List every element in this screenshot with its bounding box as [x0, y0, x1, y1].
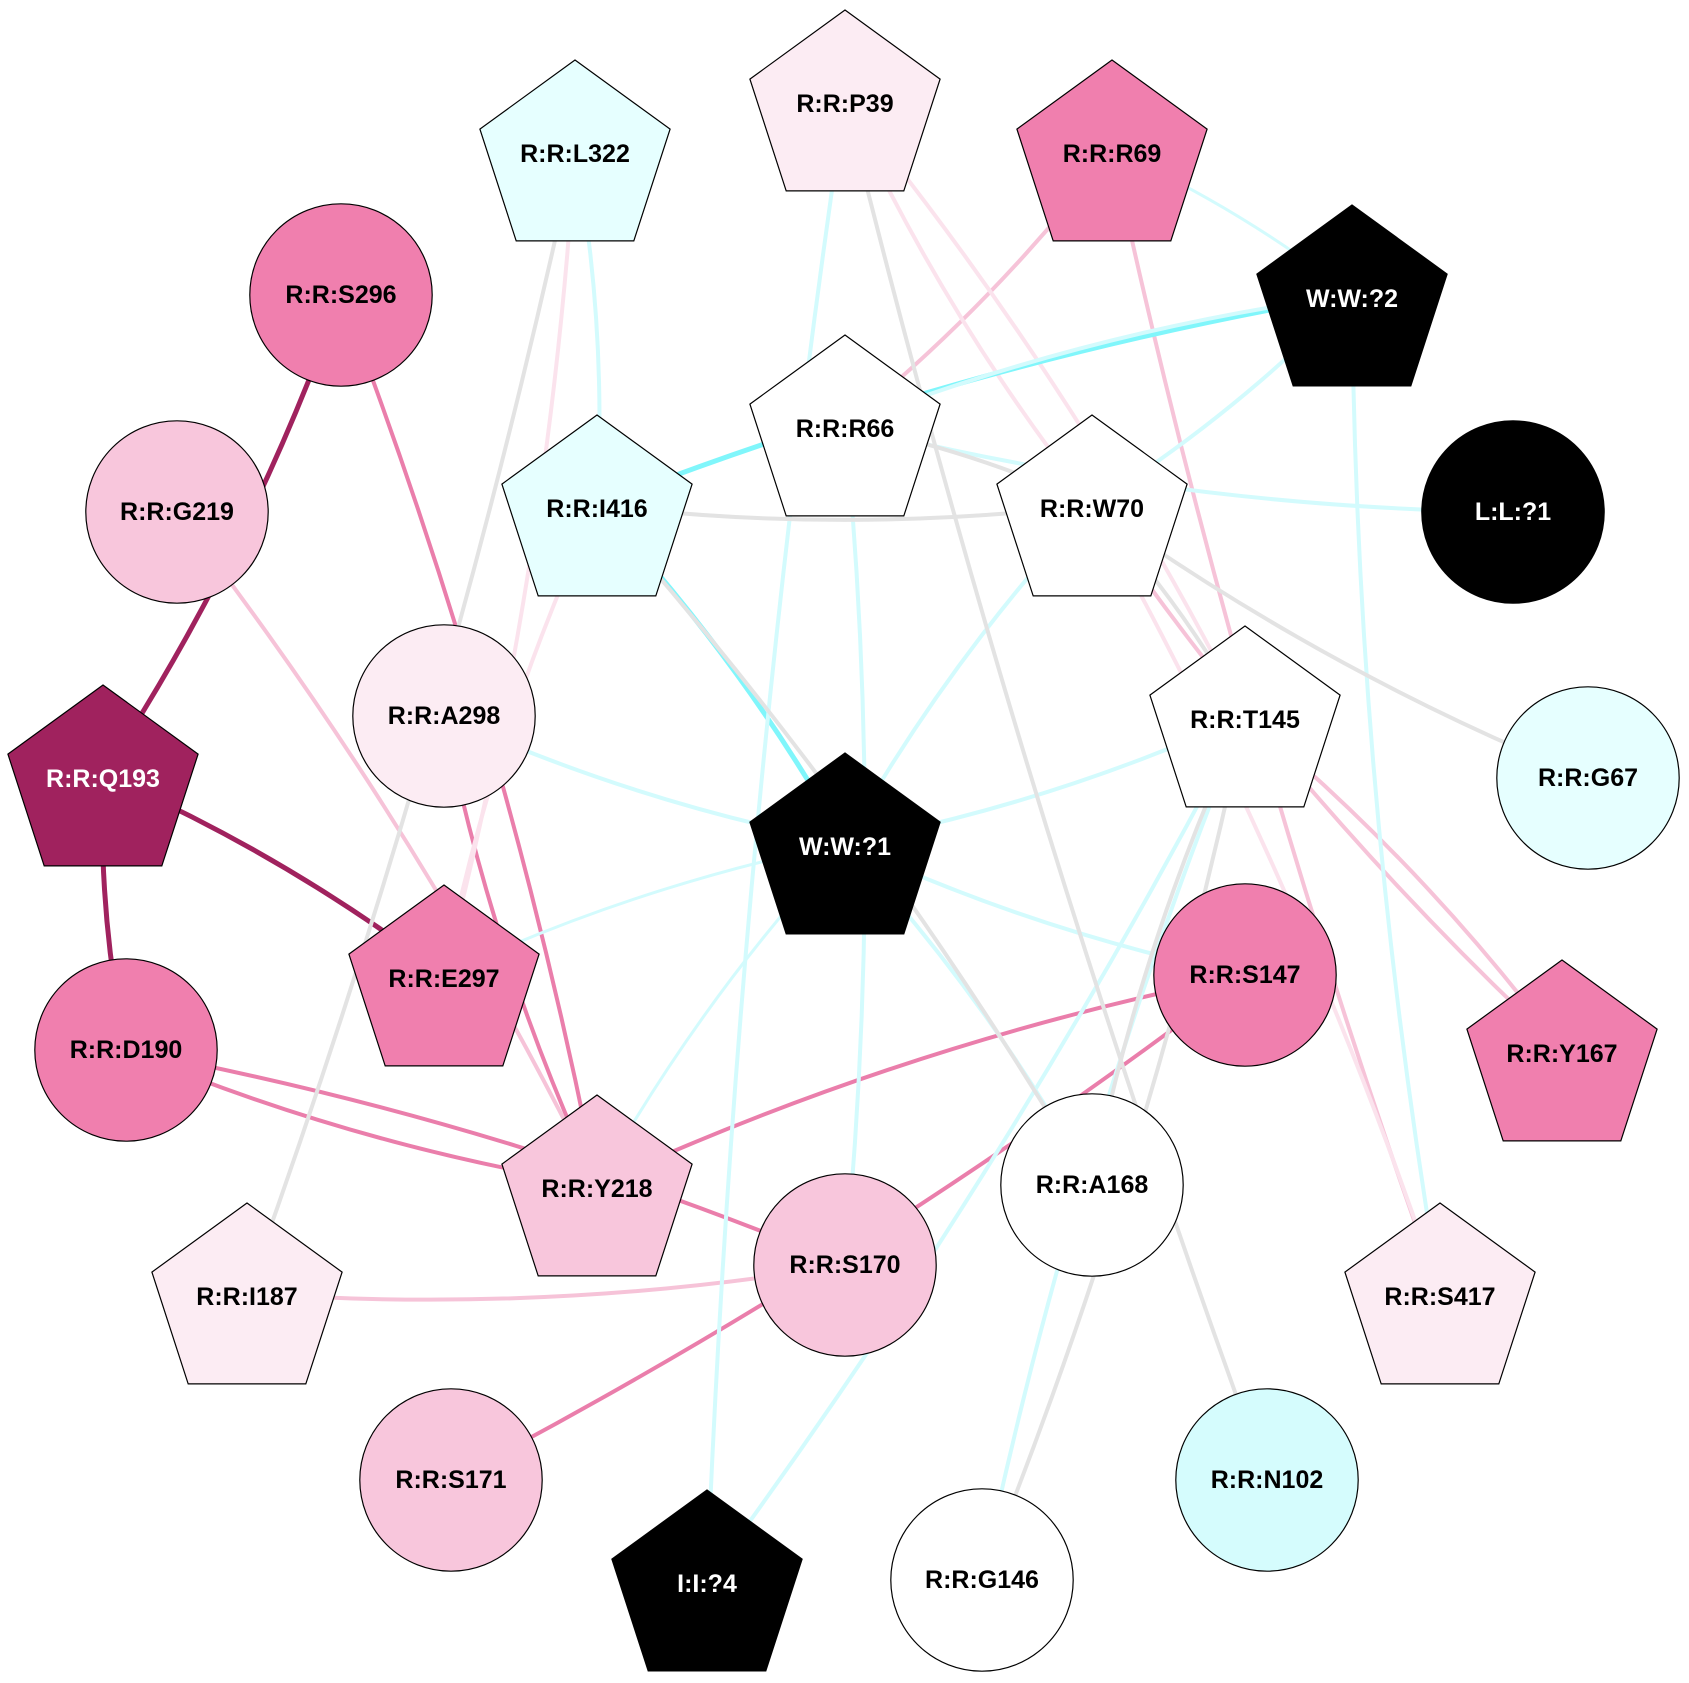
edge-W2-S417 [1350, 293, 1442, 1295]
edge-W70-S417 [1090, 503, 1442, 1295]
edge-T145-I4 [705, 714, 1247, 1582]
node-W2-label: W:W:?2 [1306, 285, 1398, 313]
edge-D190-S170 [124, 1048, 847, 1267]
node-Y167: R:R:Y167 [1466, 959, 1658, 1142]
node-D190-circle [34, 958, 218, 1142]
node-R69-label: R:R:R69 [1063, 140, 1162, 168]
node-G219-circle [85, 420, 269, 604]
node-I187: R:R:I187 [151, 1202, 343, 1385]
node-S170-circle [753, 1173, 937, 1357]
node-I416-label: R:R:I416 [546, 495, 647, 523]
node-S147-label: R:R:S147 [1189, 961, 1300, 989]
node-S296: R:R:S296 [249, 203, 433, 387]
node-L1: L:L:?1 [1421, 420, 1605, 604]
edge-P39-N102 [843, 98, 1269, 1482]
node-L322: R:R:L322 [479, 59, 671, 242]
node-E297-pentagon [348, 884, 540, 1067]
node-S296-label: R:R:S296 [285, 281, 396, 309]
node-I187-label: R:R:I187 [196, 1283, 297, 1311]
node-L1-circle [1421, 420, 1605, 604]
edge-G219-Y218 [175, 510, 599, 1187]
node-A168-circle [1000, 1093, 1184, 1277]
node-I4: I:I:?4 [611, 1489, 803, 1672]
node-A298-label: R:R:A298 [388, 702, 501, 730]
node-D190: R:R:D190 [34, 958, 218, 1142]
node-Y218-pentagon [501, 1094, 693, 1277]
node-D190-label: R:R:D190 [70, 1036, 183, 1064]
node-S171-label: R:R:S171 [395, 1466, 506, 1494]
node-S171: R:R:S171 [359, 1388, 543, 1572]
node-S147: R:R:S147 [1153, 883, 1337, 1067]
node-Q193: R:R:Q193 [7, 684, 199, 867]
node-I187-pentagon [151, 1202, 343, 1385]
node-W1-pentagon [749, 752, 941, 935]
node-G67-circle [1496, 686, 1680, 870]
node-Y218-label: R:R:Y218 [541, 1175, 652, 1203]
node-W1-label: W:W:?1 [799, 833, 891, 861]
node-G146-label: R:R:G146 [925, 1566, 1039, 1594]
node-S417-pentagon [1344, 1202, 1536, 1385]
edge-P39-T145 [843, 98, 1247, 718]
node-P39-label: R:R:P39 [796, 90, 893, 118]
node-T145: R:R:T145 [1149, 625, 1341, 808]
node-P39: R:R:P39 [749, 9, 941, 192]
node-W70: R:R:W70 [996, 414, 1188, 597]
node-I4-pentagon [611, 1489, 803, 1672]
node-S417: R:R:S417 [1344, 1202, 1536, 1385]
node-G146-circle [890, 1488, 1074, 1672]
node-R66-label: R:R:R66 [796, 415, 895, 443]
node-S147-circle [1153, 883, 1337, 1067]
node-G67: R:R:G67 [1496, 686, 1680, 870]
node-L1-label: L:L:?1 [1475, 498, 1551, 526]
node-I416-pentagon [501, 414, 693, 597]
node-W2-pentagon [1256, 204, 1448, 387]
node-S417-label: R:R:S417 [1384, 1283, 1495, 1311]
node-A298: R:R:A298 [352, 624, 536, 808]
node-G146: R:R:G146 [890, 1488, 1074, 1672]
node-A168-label: R:R:A168 [1036, 1171, 1149, 1199]
node-L322-pentagon [479, 59, 671, 242]
node-A168: R:R:A168 [1000, 1093, 1184, 1277]
node-S170: R:R:S170 [753, 1173, 937, 1357]
node-N102-circle [1175, 1388, 1359, 1572]
node-T145-pentagon [1149, 625, 1341, 808]
node-I4-label: I:I:?4 [677, 1570, 737, 1598]
node-Y167-label: R:R:Y167 [1506, 1040, 1617, 1068]
node-N102: R:R:N102 [1175, 1388, 1359, 1572]
node-R69-pentagon [1016, 59, 1208, 242]
node-T145-label: R:R:T145 [1190, 706, 1300, 734]
node-E297-label: R:R:E297 [388, 965, 499, 993]
node-R66-pentagon [749, 334, 941, 517]
node-Q193-pentagon [7, 684, 199, 867]
node-Y167-pentagon [1466, 959, 1658, 1142]
node-S296-circle [249, 203, 433, 387]
node-Q193-label: R:R:Q193 [46, 765, 160, 793]
node-G219: R:R:G219 [85, 420, 269, 604]
node-R66: R:R:R66 [749, 334, 941, 517]
node-N102-label: R:R:N102 [1211, 1466, 1324, 1494]
edge-S147-Y218 [595, 973, 1247, 1187]
node-A298-circle [352, 624, 536, 808]
node-Y218: R:R:Y218 [501, 1094, 693, 1277]
node-E297: R:R:E297 [348, 884, 540, 1067]
node-G67-label: R:R:G67 [1538, 764, 1638, 792]
node-S170-label: R:R:S170 [789, 1251, 900, 1279]
node-S171-circle [359, 1388, 543, 1572]
node-G219-label: R:R:G219 [120, 498, 234, 526]
node-P39-pentagon [749, 9, 941, 192]
node-L322-label: R:R:L322 [520, 140, 630, 168]
node-W70-label: R:R:W70 [1040, 495, 1144, 523]
node-W2: W:W:?2 [1256, 204, 1448, 387]
node-I416: R:R:I416 [501, 414, 693, 597]
node-W70-pentagon [996, 414, 1188, 597]
node-W1: W:W:?1 [749, 752, 941, 935]
node-R69: R:R:R69 [1016, 59, 1208, 242]
